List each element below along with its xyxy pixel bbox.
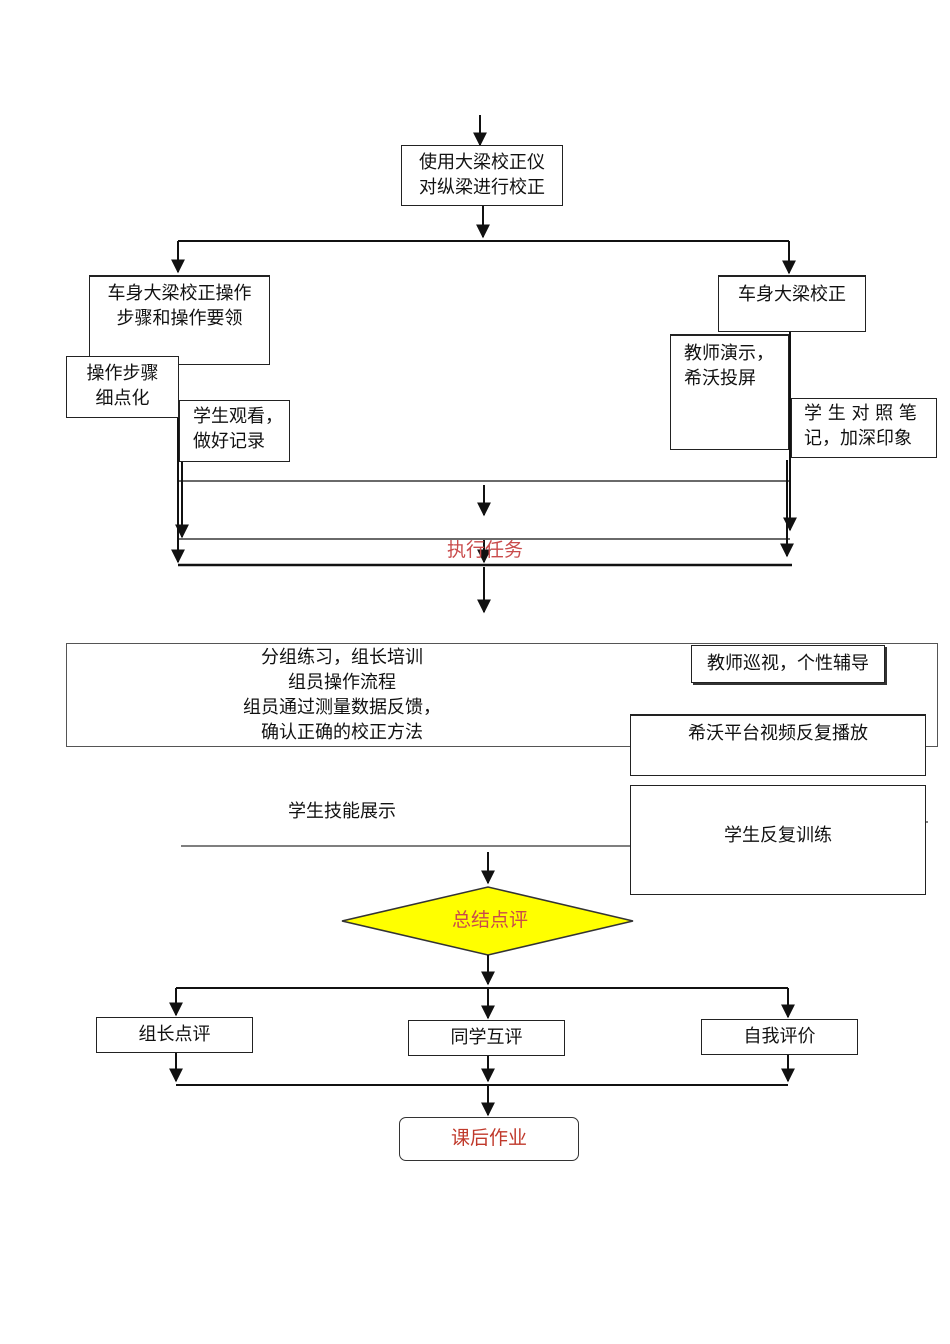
start-node: 使用大梁校正仪 对纵梁进行校正 [401,145,563,206]
teacher-patrol-node: 教师巡视，个性辅导 [691,645,885,683]
repeat-training-node: 学生反复训练 [630,785,926,895]
video-replay-node: 希沃平台视频反复播放 [630,714,926,776]
self-review-node: 自我评价 [701,1019,858,1055]
peer-review-node: 同学互评 [408,1020,565,1056]
notes-node: 学 生 对 照 笔 记，加深印象 [791,398,937,458]
demo-node: 教师演示， 希沃投屏 [670,334,789,450]
left-branch-node: 车身大梁校正操作 步骤和操作要领 [89,275,270,365]
group-practice-text: 分组练习，组长培训 组员操作流程 组员通过测量数据反馈， 确认正确的校正方法 [243,647,441,743]
summary-diamond [341,886,634,956]
leader-review-node: 组长点评 [96,1017,253,1053]
watch-node: 学生观看， 做好记录 [179,400,290,462]
homework-node: 课后作业 [399,1117,579,1161]
execute-label: 执行任务 [447,539,524,561]
skill-show-label: 学生技能展示 [288,801,396,822]
summary-label: 总结点评 [452,909,529,931]
right-branch-node: 车身大梁校正 [718,275,866,332]
steps-node: 操作步骤 细点化 [66,356,179,418]
